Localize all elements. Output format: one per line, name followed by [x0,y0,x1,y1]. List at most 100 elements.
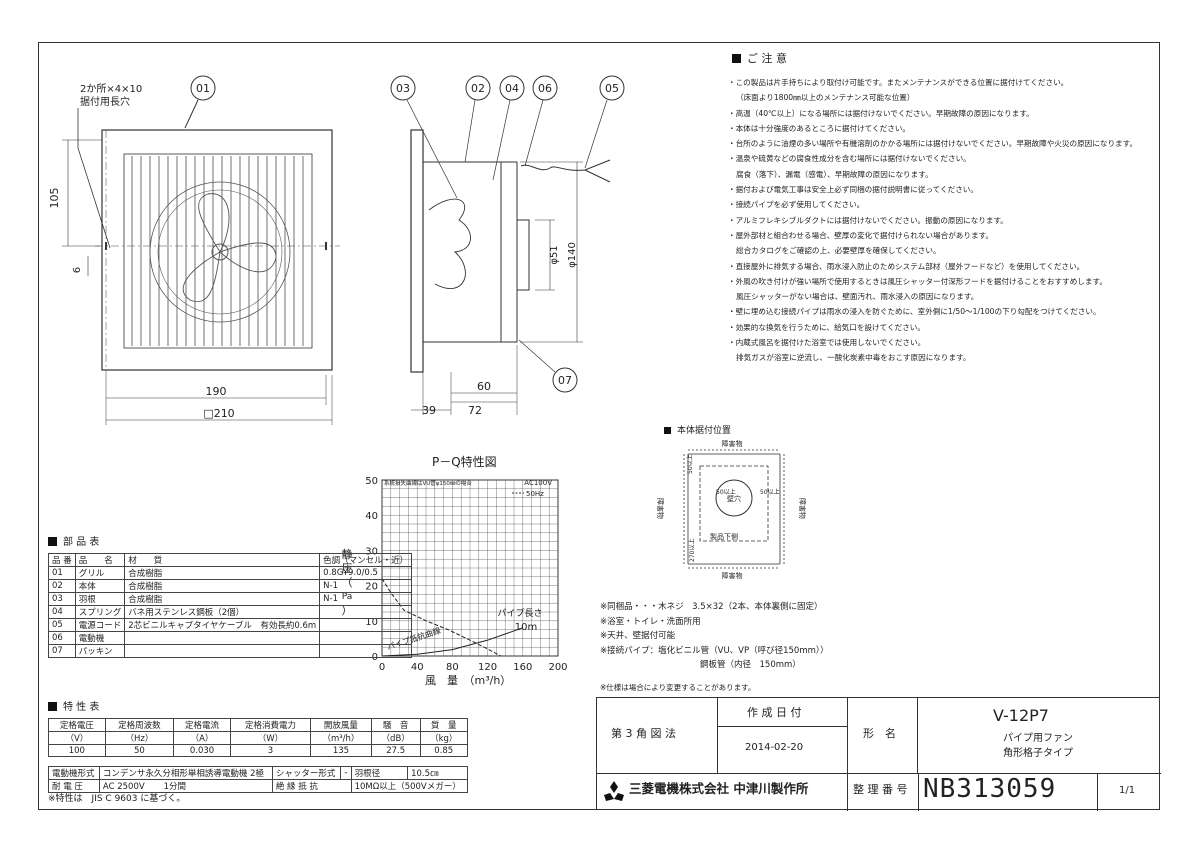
parts-cell: 06 [48,631,76,645]
extra-note-line: ※同梱品・・・木ネジ 3.5×32（2本、本体裏側に固定） [600,602,823,612]
spec-units-cell: （W） [229,731,312,745]
spec-values-cell: 50 [104,744,175,757]
extra-note-line: ※天井、壁据付可能 [600,631,676,641]
parts-cell: 合成樹脂 [124,579,321,593]
note-line: ・この製品は片手持ちにより取付け可能です。またメンテナンスができる位置に据付けて… [728,78,1069,87]
spec-units-cell: （m³/h） [310,731,372,745]
pq-legend-50hz: 50Hz [526,490,544,498]
spec-title: 特 性 表 [48,702,99,713]
obstacle-bottom: 障害物 [722,571,743,580]
x-tick-label: 40 [411,662,424,673]
callout-04: 04 [505,82,519,95]
note-line: 風圧シャッターがない場合は、壁面汚れ、雨水浸入の原因になります。 [736,292,979,302]
install-diagram: 障害物 障害物 障害物 障害物 壁穴 製品下側 50以上 50以上 50以上 2… [656,439,807,580]
company-name: 三菱電機株式会社 中津川製作所 [629,781,809,796]
dim-105: 105 [48,188,61,209]
spec-values-cell: 100 [48,744,106,757]
obstacle-top: 障害物 [722,439,743,448]
pq-chart-title: P－Q特性図 [432,455,497,469]
dim-top: 50以上 [686,454,694,474]
front-view: 01 2か所×4×10 据付用長穴 105 6 190 [48,75,340,425]
shutter-value: - [340,766,352,780]
parts-cell: 電源コード [74,618,126,632]
parts-cell: 01 [48,566,76,580]
parts-cell [124,631,321,645]
dim-bottom: 270以上 [688,539,696,562]
note-line: ・外風の吹き付けが強い場所で使用するときは風圧シャッター付深形フードを据付けるこ… [728,276,1107,286]
motor-label: 電動機形式 [48,766,100,780]
page-number: 1/1 [1119,785,1136,796]
dim-phi140: φ140 [567,242,578,268]
blade-label: 羽根径 [350,766,409,780]
pq-note: 系統損失曲線はVU管φ150㎜の場合 [384,479,472,487]
parts-cell: 02 [48,579,76,593]
parts-header-row: 品 番 品 名 材 質 色調（マンセル・近） [48,553,413,567]
parts-cell: バネ用ステンレス鋼板（2個） [124,605,321,619]
note-line: ・接続パイプを必ず使用してください。 [728,200,865,210]
parts-cell: グリル [74,566,126,580]
model-label: 形 名 [863,727,896,740]
y-tick-label: 40 [365,511,378,522]
parts-cell: 2芯ビニルキャブタイヤケーブル 有効長約0.6m [124,618,321,632]
note-line: ・内蔵式風呂を据付けた浴室では使用しないでください。 [728,338,926,348]
callout-02: 02 [471,82,485,95]
note-line: ・本体は十分強度のあるところに据付けてください。 [728,123,911,133]
extra-note-line: ※浴室・トイレ・洗面所用 [600,616,701,627]
note-line: ・高温（40℃以上）になる場所には据付けないでください。早期故障の原因になります… [728,108,1034,118]
note-line: ・直接屋外に排気する場合、雨水浸入防止のためシステム部材（屋外フードなど）を使用… [728,261,1085,271]
ref-label: 整 理 番 号 [853,783,908,796]
dim-right: 50以上 [760,488,780,496]
note-line: ・据付および電気工事は安全上必ず同梱の据付説明書に従ってください。 [728,185,978,195]
note-line: ・屋外部材と組合わせる場合、壁厚の変化で据付けられない場合があります。 [728,230,994,240]
spec-units-cell: （dB） [370,731,421,745]
grille-outline [101,129,333,371]
dim-190: 190 [206,385,227,398]
x-tick-label: 200 [548,662,567,673]
parts-cell: 電動機 [74,631,126,645]
spec-footnote: ※特性は JIS C 9603 に基づく。 [48,794,186,804]
pq-power: AC100V [524,479,552,487]
parts-header: 色調（マンセル・近） [319,553,413,567]
y-tick-label: 0 [372,652,378,663]
dim-6: 6 [72,267,83,273]
parts-cell: 05 [48,618,76,632]
spec-values-cell: 3 [229,744,312,757]
spec-headers-cell: 質 量 [419,718,469,732]
side-view: 03 02 04 06 05 07 φ51 φ140 60 39 72 [390,75,625,417]
drawing-frame [38,42,1160,810]
note-line: 排気ガスが浴室に逆流し、一酸化炭素中毒をおこす原因になります。 [736,353,971,363]
spec-units-cell: （kg） [419,731,469,745]
dim-39: 39 [422,404,436,417]
spec-headers-cell: 定格電流 [173,718,231,732]
parts-cell: 0.8GY9.0/0.5 [319,566,413,580]
spec-headers-cell: 定格周波数 [104,718,175,732]
parts-cell: 07 [48,644,76,658]
pq-xlabel: 風 量 （m³/h） [425,674,512,687]
x-tick-label: 160 [513,662,532,673]
spec-headers-cell: 定格消費電力 [229,718,312,732]
parts-cell: N-1 [319,579,413,593]
date-label: 作 成 日 付 [747,706,802,719]
spec-headers-cell: 騒 音 [370,718,421,732]
motor-value: コンデンサ永久分相形単相誘導電動機 2極 [98,766,273,780]
wall-hole-label: 壁穴 [727,494,741,503]
callout-01 [190,75,216,101]
dim-72: 72 [468,404,482,417]
projection-label: 第 3 角 図 法 [611,727,676,740]
x-tick-label: 80 [446,662,459,673]
obstacle-right: 障害物 [798,498,807,519]
dim-left: 50以上 [716,488,736,496]
parts-header: 材 質 [124,553,321,567]
note-line: ・壁に埋め込む接続パイプは雨水の浸入を防ぐために、室外側に1/50～1/100の… [728,307,1101,317]
callout-03: 03 [396,82,410,95]
dim-210: □210 [203,407,234,420]
spec-values-cell: 135 [310,744,372,757]
product-bottom-label: 製品下側 [710,532,738,541]
parts-cell [319,605,413,619]
mitsubishi-logo-icon [604,781,624,801]
